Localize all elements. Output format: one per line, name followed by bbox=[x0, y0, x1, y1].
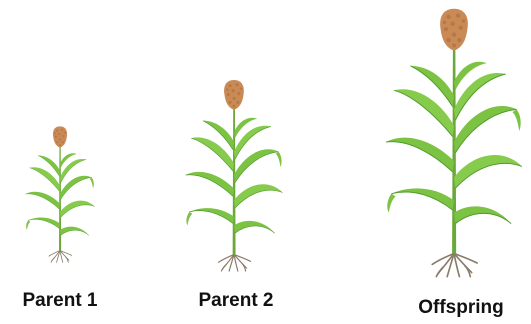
offspring-plant-illustration bbox=[376, 6, 531, 278]
parent-2-plant-illustration bbox=[170, 78, 298, 272]
parent-1-label: Parent 1 bbox=[23, 290, 98, 312]
offspring-plant bbox=[376, 6, 531, 278]
parent-2-label: Parent 2 bbox=[199, 290, 274, 312]
parent-2-plant bbox=[170, 78, 298, 272]
parent-1-plant bbox=[12, 125, 108, 263]
parent-1-plant-illustration bbox=[12, 125, 108, 263]
offspring-label: Offspring bbox=[418, 297, 504, 319]
